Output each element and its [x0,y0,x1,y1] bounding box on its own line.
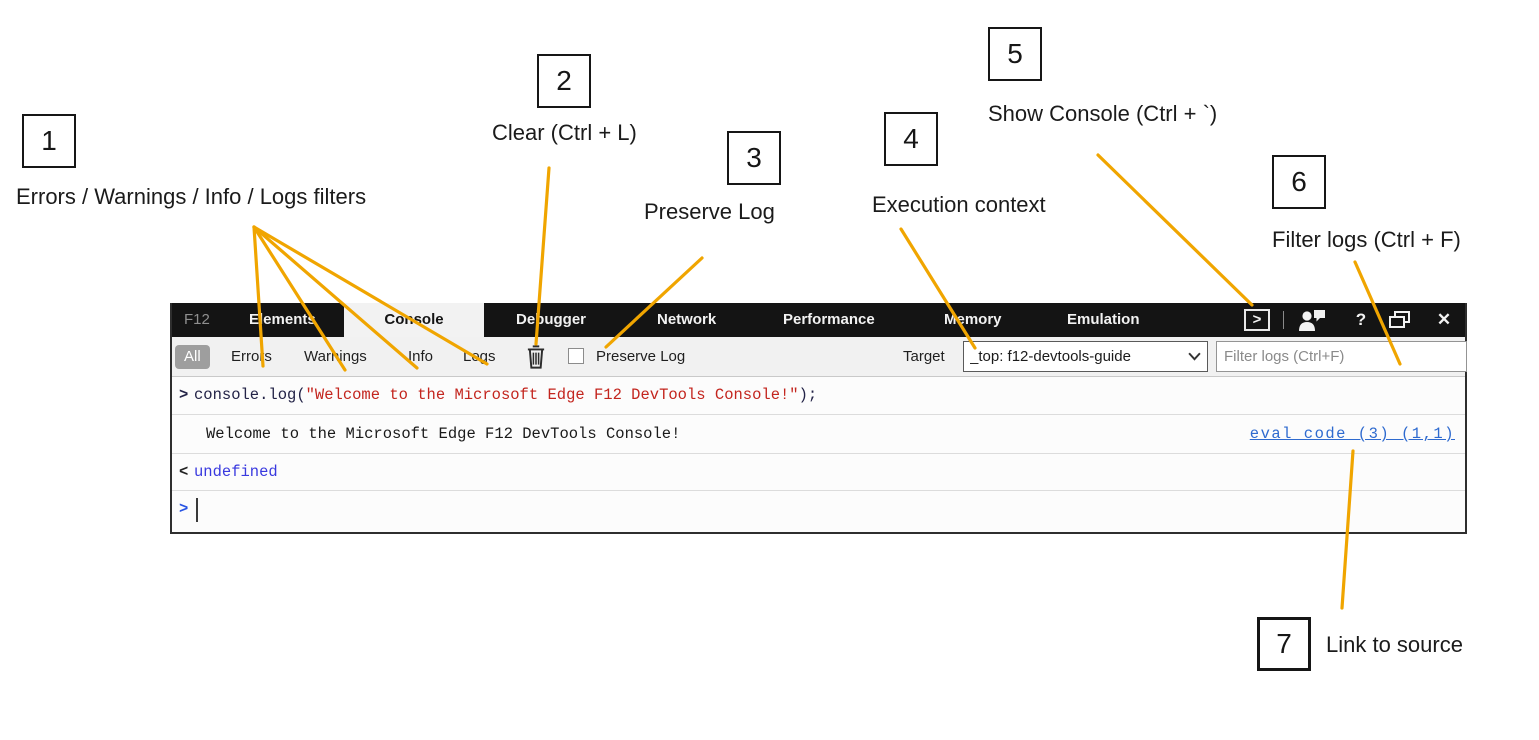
devtools-tabbar: F12 Elements Console Debugger Network Pe… [172,303,1465,337]
console-output-row: Welcome to the Microsoft Edge F12 DevToo… [172,415,1465,454]
echo-code-before: console.log( [194,386,306,404]
help-icon[interactable]: ? [1355,310,1367,329]
filter-errors-button[interactable]: Errors [231,348,272,365]
target-dropdown-value: _top: f12-devtools-guide [970,348,1131,365]
callout-2-box: 2 [537,54,591,108]
close-icon[interactable]: ✕ [1436,310,1452,329]
clear-console-button[interactable] [525,344,547,370]
echo-chevron-icon: > [179,386,189,404]
line-show-console [1096,153,1254,307]
show-console-glyph: > [1244,309,1270,331]
callout-7-label: Link to source [1326,632,1463,657]
result-value: undefined [194,463,278,481]
filter-warnings-button[interactable]: Warnings [304,348,367,365]
callout-1-box: 1 [22,114,76,168]
feedback-icon[interactable] [1294,303,1330,337]
callout-5-label: Show Console (Ctrl + `) [988,101,1218,126]
console-toolbar: All Errors Warnings Info Logs Preserve L… [172,337,1467,377]
echo-code: console.log("Welcome to the Microsoft Ed… [194,377,817,414]
console-echo-row: > console.log("Welcome to the Microsoft … [172,377,1465,415]
callout-5-box: 5 [988,27,1042,81]
console-output-text: Welcome to the Microsoft Edge F12 DevToo… [206,425,681,443]
callout-4-label: Execution context [872,192,1046,217]
result-chevron-icon: < [179,463,189,481]
callout-6-box: 6 [1272,155,1326,209]
f12-logo: F12 [184,311,210,328]
tab-elements[interactable]: Elements [249,311,316,328]
show-console-icon[interactable]: > [1240,303,1274,337]
target-label: Target [903,348,945,365]
filter-info-button[interactable]: Info [408,348,434,365]
callout-6-label: Filter logs (Ctrl + F) [1272,227,1461,252]
dock-windows-icon [1389,311,1410,328]
callout-2-label: Clear (Ctrl + L) [492,120,637,145]
tab-network[interactable]: Network [657,311,717,328]
filter-all-button[interactable]: All [175,345,210,369]
prompt-chevron-icon: > [179,500,189,518]
devtools-window: F12 Elements Console Debugger Network Pe… [170,303,1467,534]
titlebar-separator [1282,303,1284,337]
callout-4-box: 4 [884,112,938,166]
callout-1-label: Errors / Warnings / Info / Logs filters [16,184,367,209]
preserve-log-label: Preserve Log [596,348,686,365]
filter-logs-button[interactable]: Logs [463,348,496,365]
callout-3-box: 3 [727,131,781,185]
tab-performance[interactable]: Performance [783,311,875,328]
callout-7-box: 7 [1257,617,1311,671]
tab-console[interactable]: Console [344,303,484,337]
callout-3-label: Preserve Log [644,199,775,224]
tab-emulation[interactable]: Emulation [1067,311,1140,328]
trash-icon [527,345,545,369]
person-speech-bubble-icon [1299,310,1325,331]
filter-logs-input[interactable] [1216,341,1467,372]
dock-icon[interactable] [1384,303,1416,337]
source-link[interactable]: eval code (3) (1,1) [1249,425,1455,443]
tab-debugger[interactable]: Debugger [516,311,587,328]
console-prompt-row[interactable]: > [172,491,1465,529]
echo-code-string: "Welcome to the Microsoft Edge F12 DevTo… [305,386,799,404]
echo-code-after: ); [798,386,818,404]
text-caret [196,498,198,522]
console-result-row: < undefined [172,454,1465,491]
chevron-down-icon [1188,352,1201,361]
tab-memory[interactable]: Memory [944,311,1002,328]
preserve-log-checkbox[interactable] [568,348,584,364]
target-dropdown[interactable]: _top: f12-devtools-guide [963,341,1208,372]
